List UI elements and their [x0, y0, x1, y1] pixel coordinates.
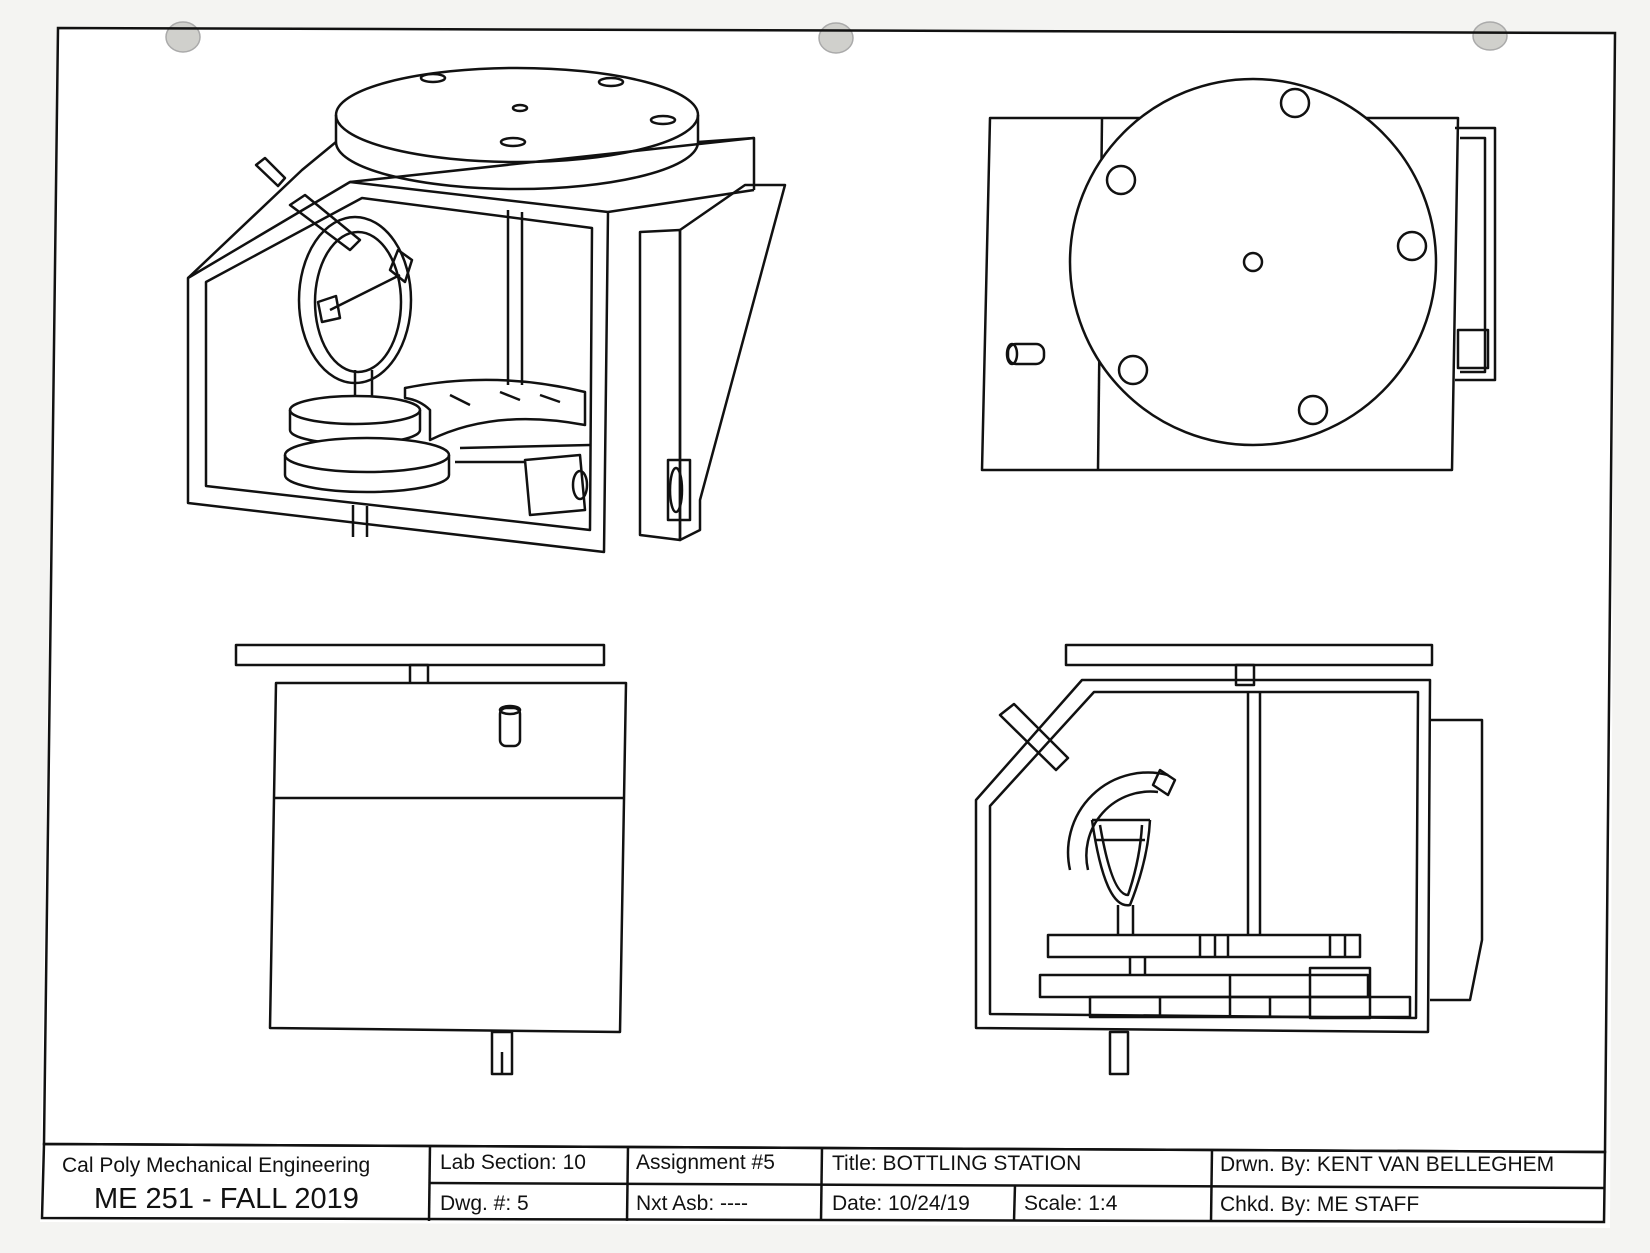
drawing-scale: Scale: 1:4	[1024, 1192, 1118, 1215]
drawing-number: Dwg. #: 5	[440, 1192, 529, 1215]
assignment-number: Assignment #5	[636, 1151, 775, 1174]
title-block-grid	[40, 1142, 1607, 1224]
lab-section: Lab Section: 10	[440, 1151, 586, 1174]
drawing-title: Title: BOTTLING STATION	[832, 1152, 1082, 1175]
school-name: Cal Poly Mechanical Engineering	[62, 1154, 371, 1177]
front-view	[234, 643, 628, 1076]
isometric-view	[186, 66, 787, 554]
side-view	[974, 643, 1484, 1076]
drawn-by: Drwn. By: KENT VAN BELLEGHEM	[1220, 1153, 1555, 1176]
course-name: ME 251 - FALL 2019	[94, 1183, 359, 1215]
next-assembly: Nxt Asb: ----	[636, 1192, 749, 1215]
checked-by: Chkd. By: ME STAFF	[1220, 1193, 1420, 1216]
drawing-date: Date: 10/24/19	[832, 1192, 970, 1215]
top-view	[980, 77, 1497, 472]
